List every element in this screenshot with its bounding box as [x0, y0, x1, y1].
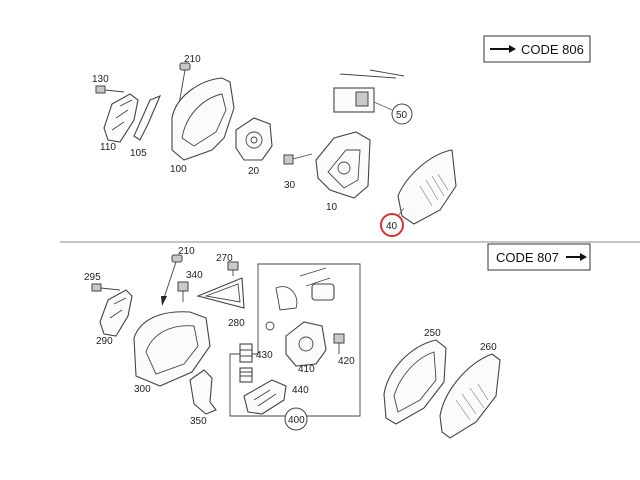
label-440: 440: [292, 385, 309, 396]
label-430: 430: [256, 350, 273, 361]
label-210-top: 210: [184, 54, 201, 65]
label-10: 10: [326, 202, 338, 213]
label-410: 410: [298, 364, 315, 375]
part-350-bracket: [189, 369, 217, 415]
code-807-label: CODE 807: [496, 250, 559, 265]
label-20: 20: [248, 166, 260, 177]
code-806-label: CODE 806: [521, 42, 584, 57]
part-40-mirror-glass: [397, 149, 457, 225]
right-arrow-icon: [566, 253, 587, 261]
part-110-cover: [103, 93, 139, 143]
label-280: 280: [228, 318, 245, 329]
code-807-box: CODE 807: [487, 243, 591, 271]
label-350: 350: [190, 416, 207, 427]
part-270-screw: [227, 261, 239, 276]
label-130: 130: [92, 74, 109, 85]
part-260-mirror-glass: [439, 353, 501, 439]
label-300: 300: [134, 384, 151, 395]
part-280-trim: [196, 277, 245, 309]
label-400: 400: [288, 415, 305, 426]
right-arrow-icon: [490, 45, 516, 53]
part-30-screw: [283, 153, 313, 165]
label-270: 270: [216, 253, 233, 264]
part-50-module: [333, 69, 405, 113]
callout-400: 400: [284, 407, 308, 431]
label-250: 250: [424, 328, 441, 339]
part-295-screw: [91, 283, 121, 292]
part-20-motor: [235, 117, 273, 161]
part-440-latch: [243, 379, 287, 415]
part-340-screw: [177, 281, 189, 302]
part-400-group-frame: [229, 263, 361, 417]
part-100-housing: [171, 77, 235, 161]
label-260: 260: [480, 342, 497, 353]
label-295: 295: [84, 272, 101, 283]
part-430-actuator: [239, 343, 253, 383]
part-290-cover: [99, 289, 133, 337]
label-210-bottom: 210: [178, 246, 195, 257]
part-250-mirror-housing: [383, 339, 447, 425]
label-30: 30: [284, 180, 296, 191]
label-105: 105: [130, 148, 147, 159]
callout-40-highlight: 40: [380, 207, 405, 237]
label-40: 40: [386, 221, 398, 232]
label-420: 420: [338, 356, 355, 367]
callout-50: 50: [391, 103, 413, 125]
code-806-box: CODE 806: [483, 35, 591, 63]
label-50: 50: [396, 110, 408, 121]
part-10-mechanism: [315, 131, 371, 199]
part-105-strip: [133, 94, 162, 141]
part-210-clip-bottom: [161, 254, 183, 306]
part-130-screw: [95, 85, 125, 94]
label-290: 290: [96, 336, 113, 347]
label-100: 100: [170, 164, 187, 175]
label-340: 340: [186, 270, 203, 281]
label-110: 110: [100, 142, 116, 153]
part-420-screw: [333, 333, 345, 354]
part-410-mechanism: [285, 321, 327, 367]
